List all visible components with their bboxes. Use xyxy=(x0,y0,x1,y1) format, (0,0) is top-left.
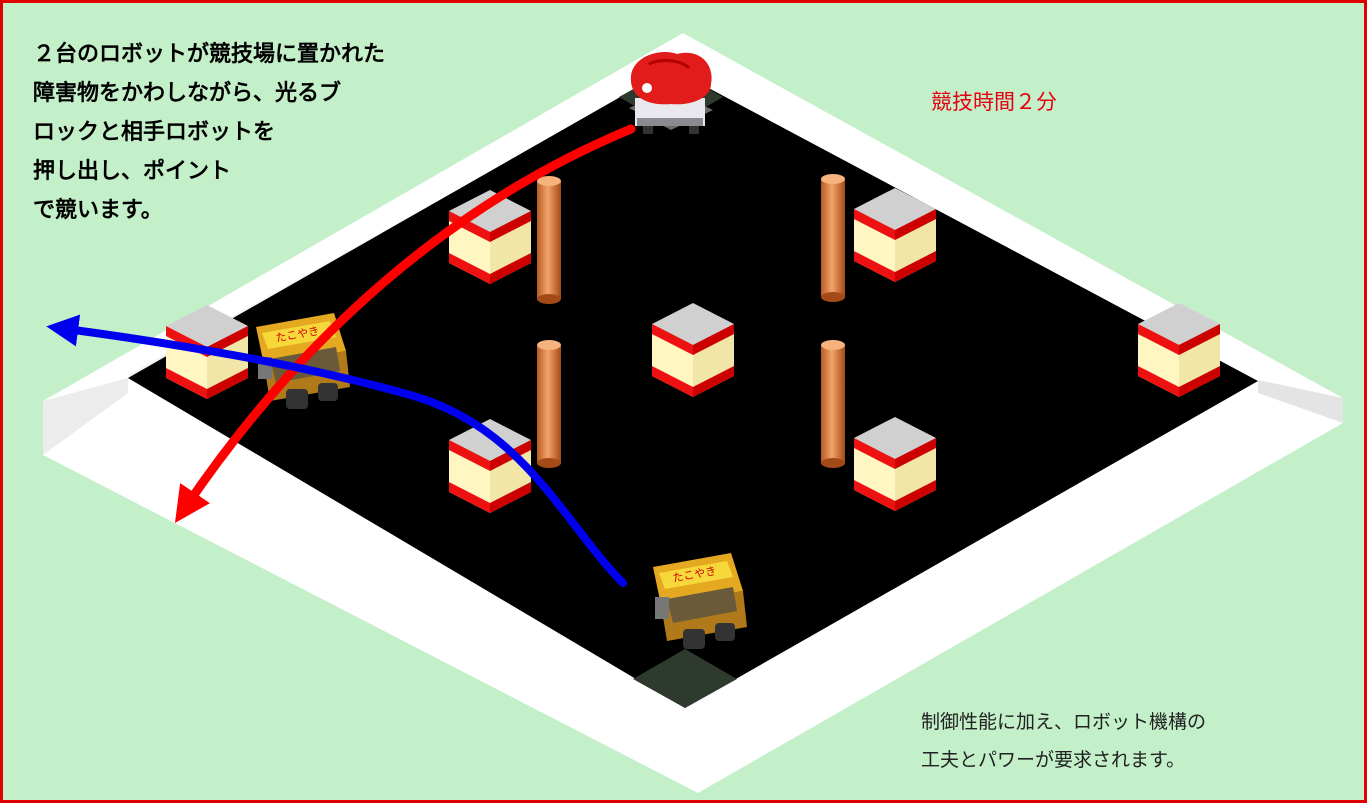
pillar xyxy=(821,174,845,302)
footer-line: 工夫とパワーが要求されます。 xyxy=(921,749,1186,771)
description-line: で競います。 xyxy=(33,198,163,223)
blue-path-arrow xyxy=(46,314,627,587)
match-time-label: 競技時間２分 xyxy=(931,90,1057,114)
light-block xyxy=(166,305,248,399)
robot-yellow-bottom: たこやき xyxy=(653,553,747,649)
light-block xyxy=(854,417,936,511)
red-path-arrow xyxy=(174,124,636,523)
pillar xyxy=(537,340,561,468)
pillar xyxy=(821,340,845,468)
arena-rim-shade-left xyxy=(43,378,128,455)
light-block xyxy=(449,190,531,284)
arena-rim-shade-right xyxy=(1258,380,1343,423)
footer-note: 制御性能に加え、ロボット機構の 工夫とパワーが要求されます。 xyxy=(921,703,1206,779)
light-block xyxy=(652,303,734,397)
pillar xyxy=(537,176,561,304)
light-block xyxy=(854,188,936,282)
description-line: 押し出し、ポイント xyxy=(33,159,232,184)
arena-illustration: たこやき たこやき xyxy=(43,33,1343,793)
competition-description: ２台のロボットが競技場に置かれた 障害物をかわしながら、光るブ ロックと相手ロボ… xyxy=(33,35,385,230)
description-line: ２台のロボットが競技場に置かれた xyxy=(33,42,386,67)
light-block xyxy=(1138,303,1220,397)
start-zone-bottom xyxy=(633,649,737,708)
robot-red xyxy=(629,52,713,134)
description-line: ロックと相手ロボットを xyxy=(33,120,276,145)
footer-line: 制御性能に加え、ロボット機構の xyxy=(921,711,1207,733)
description-line: 障害物をかわしながら、光るブ xyxy=(33,81,342,106)
